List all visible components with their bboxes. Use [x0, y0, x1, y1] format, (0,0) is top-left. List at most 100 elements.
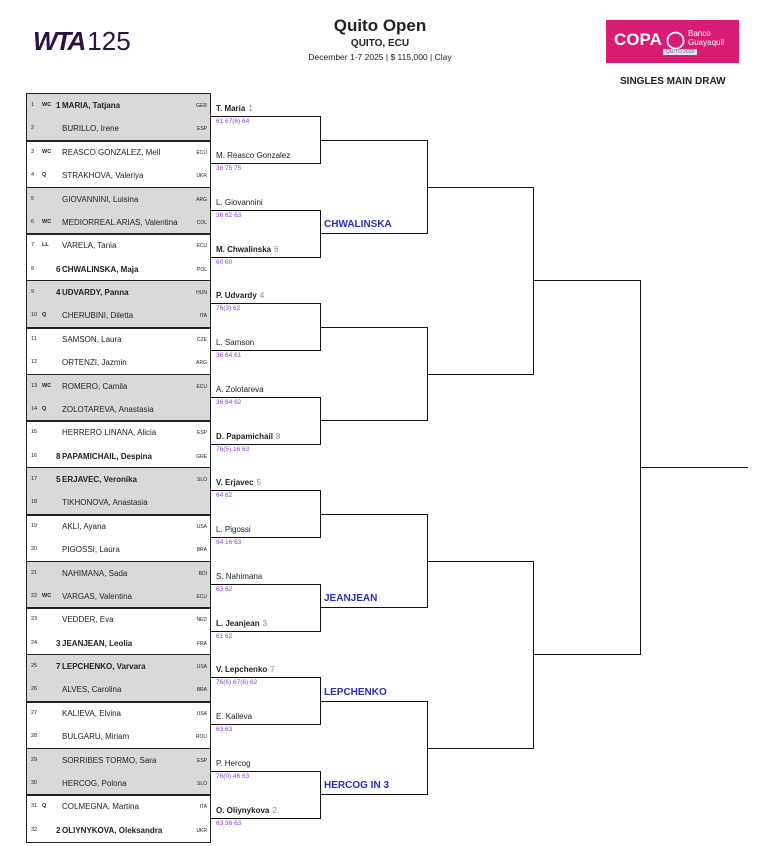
player-name: M. Chwalinska — [216, 244, 272, 254]
player-number: 10 — [31, 312, 38, 319]
seed-number: 2 — [56, 825, 61, 835]
match-score: 36 75 75 — [216, 165, 242, 173]
player-name: M. Reasco Gonzalez — [216, 151, 291, 161]
entry-tag: Q — [42, 172, 47, 179]
country-code: GER — [196, 103, 207, 109]
country-code: SLO — [196, 780, 207, 787]
player-number: 1 — [31, 102, 35, 108]
player-row[interactable]: 28 BULGARU, Miriam ROU — [27, 725, 210, 748]
bracket-line — [211, 116, 320, 118]
player-name: MARIA, Tatjana — [62, 101, 121, 110]
player-number: 4 — [31, 172, 35, 179]
second-round-player: L. Pigossi — [216, 525, 254, 534]
country-code: USA — [196, 523, 207, 530]
player-row[interactable]: 18 TIKHONOVA, Anastasia — [27, 491, 210, 514]
bracket-line — [211, 537, 320, 539]
player-name: ROMERO, Camila — [62, 381, 128, 391]
country-code: ROU — [195, 734, 207, 741]
player-name: ZOLOTAREVA, Anastasia — [62, 404, 154, 414]
match-score: 76(6) 67(6) 62 — [216, 679, 258, 687]
bracket-line — [211, 630, 320, 632]
player-name: CHERUBINI, Diletta — [62, 311, 134, 321]
seed-number: 8 — [275, 431, 281, 441]
country-code: UKR — [196, 827, 207, 834]
bracket-line — [533, 654, 640, 655]
player-name: COLMEGNA, Martina — [62, 802, 139, 812]
match-score: 63 36 63 — [216, 819, 242, 827]
player-number: 25 — [31, 663, 38, 669]
match-score: 36 64 61 — [216, 352, 242, 360]
player-name: VARGAS, Valentina — [62, 591, 132, 601]
player-name: L. Jeanjean — [216, 618, 260, 628]
bracket-line — [211, 256, 320, 258]
player-number: 26 — [31, 686, 38, 693]
country-code: ITA — [199, 313, 207, 320]
player-number: 20 — [31, 546, 38, 553]
match-score: 61 62 — [216, 632, 233, 640]
player-name: BULGARU, Miriam — [62, 732, 130, 742]
player-number: 29 — [31, 756, 38, 763]
bracket-line — [211, 583, 320, 585]
country-code: HUN — [196, 290, 207, 296]
match-score: 64 62 — [216, 492, 233, 500]
player-name: L. Giovannini — [216, 197, 263, 207]
bracket-line — [320, 607, 427, 609]
second-round-player: P. Hercog — [216, 759, 254, 768]
second-round-player: E. Kalieva — [216, 712, 255, 721]
player-name: TIKHONOVA, Anastasia — [62, 498, 148, 508]
player-name: P. Udvardy — [216, 291, 257, 301]
entry-tag: WC — [42, 592, 52, 599]
player-name: HERCOG, Polona — [62, 778, 127, 788]
player-number: 2 — [31, 125, 35, 132]
player-name: HERRERO LINANA, Alicia — [62, 428, 157, 438]
player-number: 19 — [31, 522, 38, 529]
player-name: GIOVANNINI, Luisina — [62, 194, 139, 204]
entry-tag: Q — [42, 803, 47, 810]
match-score: 63 63 — [216, 726, 233, 734]
player-number: 28 — [31, 733, 38, 740]
player-name: T. Maria — [216, 104, 246, 114]
match-score: 36 64 62 — [216, 398, 242, 406]
seed-number: 6 — [56, 264, 61, 274]
third-round-winner: CHWALINSKA — [324, 219, 392, 231]
country-code: ECU — [196, 243, 207, 250]
player-number: 18 — [31, 499, 38, 506]
